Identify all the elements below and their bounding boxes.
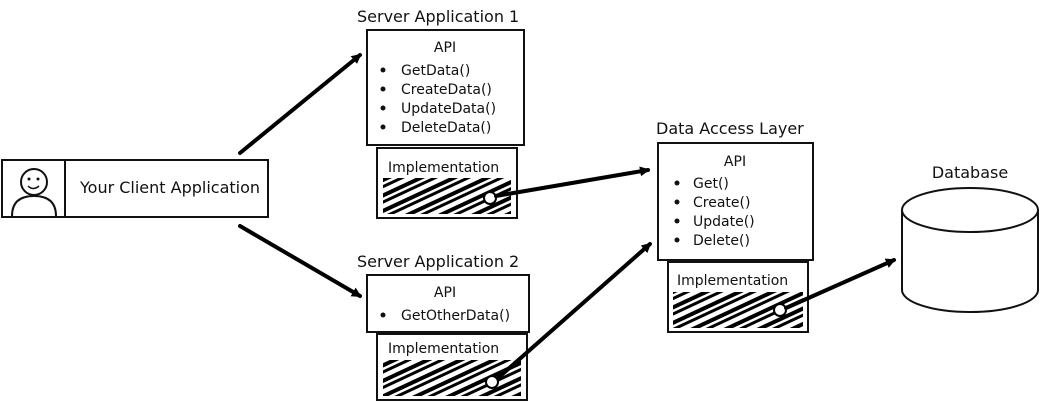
server1-method: DeleteData() (401, 120, 491, 136)
server2-title: Server Application 2 (357, 252, 519, 271)
server1-method-list: GetData() CreateData() UpdateData() Dele… (380, 63, 496, 136)
client-label: Your Client Application (79, 178, 260, 197)
server1-api-box (366, 29, 525, 146)
dal-impl-label: Implementation (677, 273, 788, 289)
bullet-icon (380, 67, 386, 73)
server1-title: Server Application 1 (357, 7, 519, 26)
bullet-icon (380, 124, 386, 130)
server1-method: CreateData() (401, 82, 492, 98)
server1-method: UpdateData() (401, 101, 496, 117)
arrow-server1-to-dal (494, 166, 650, 198)
arrow-dal-to-database (784, 258, 896, 310)
bullet-icon (380, 105, 386, 111)
database-icon (901, 187, 1039, 313)
server-application-2: Server Application 2 API GetOtherData() … (357, 252, 530, 401)
bullet-icon (674, 180, 680, 186)
server1-connector-dot (483, 191, 497, 205)
dal-connector-dot (773, 303, 787, 317)
server2-api-title: API (434, 285, 456, 301)
dal-method: Delete() (693, 233, 750, 249)
arrow-client-to-server1 (238, 53, 362, 155)
bullet-icon (674, 237, 680, 243)
server1-api-title: API (434, 40, 456, 56)
arrow-server2-to-dal (496, 242, 652, 380)
dal-api-title: API (724, 154, 746, 170)
dal-method-list: Get() Create() Update() Delete() (674, 176, 755, 249)
server1-method: GetData() (401, 63, 470, 79)
dal-api-box (657, 142, 814, 261)
bullet-icon (674, 199, 680, 205)
bullet-icon (380, 86, 386, 92)
server2-api-box (366, 274, 530, 333)
bullet-icon (380, 312, 386, 318)
server2-connector-dot (485, 375, 499, 389)
database-label: Database (932, 163, 1008, 182)
server2-impl-label: Implementation (388, 341, 499, 357)
dal-method: Create() (693, 195, 750, 211)
data-access-layer: Data Access Layer API Get() Create() Upd… (656, 119, 814, 333)
database: Database (901, 163, 1039, 313)
arrow-client-to-server2 (238, 224, 362, 298)
user-icon (11, 168, 57, 217)
server1-impl-label: Implementation (388, 160, 499, 176)
dal-method: Update() (693, 214, 755, 230)
bullet-icon (674, 218, 680, 224)
server2-method: GetOtherData() (401, 308, 510, 324)
client-application: Your Client Application (1, 159, 269, 218)
dal-method: Get() (693, 176, 729, 192)
dal-title: Data Access Layer (656, 119, 804, 138)
server-application-1: Server Application 1 API GetData() Creat… (357, 7, 525, 219)
